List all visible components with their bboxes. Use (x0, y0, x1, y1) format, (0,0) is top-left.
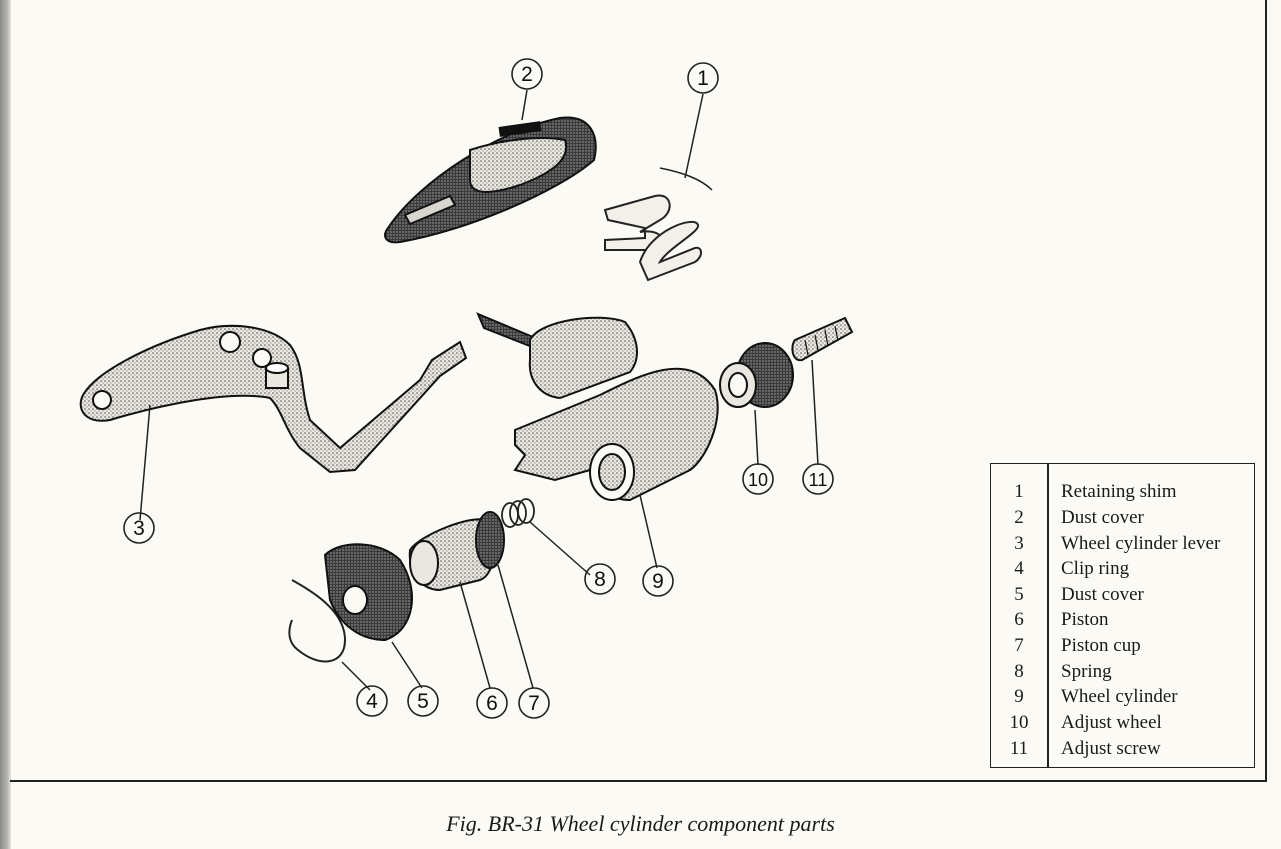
legend-label: Piston cup (1061, 635, 1141, 656)
part-spring (501, 498, 535, 528)
legend-row: 10 Adjust wheel (991, 710, 1254, 736)
legend-row: 7 Piston cup (991, 633, 1254, 659)
svg-text:10: 10 (748, 470, 768, 490)
part-dust-cover-lower (323, 543, 413, 642)
part-retaining-shim (603, 194, 702, 282)
legend-number: 10 (1009, 712, 1029, 733)
legend-number: 8 (1014, 661, 1024, 682)
svg-text:3: 3 (133, 517, 145, 540)
legend-label: Wheel cylinder (1061, 686, 1178, 707)
legend-label: Dust cover (1061, 507, 1144, 528)
legend-label: Clip ring (1061, 558, 1130, 579)
callout-numbers: 1 2 3 4 5 6 7 8 9 10 11 (123, 58, 834, 719)
legend-number: 4 (1014, 558, 1024, 579)
callout-5: 5 (407, 685, 439, 717)
legend-number: 2 (1014, 507, 1024, 528)
legend-number: 11 (1009, 738, 1029, 759)
part-dust-cover-upper (384, 116, 597, 244)
svg-text:2: 2 (521, 63, 533, 86)
svg-text:5: 5 (417, 690, 429, 713)
legend-row: 2 Dust cover (991, 505, 1254, 531)
part-wheel-cylinder-lever (79, 324, 468, 474)
svg-text:8: 8 (594, 568, 606, 591)
part-adjust-screw (791, 316, 854, 362)
legend-number: 5 (1014, 584, 1024, 605)
legend-row: 1 Retaining shim (991, 479, 1254, 505)
legend-row: 5 Dust cover (991, 582, 1254, 608)
part-piston-cup (475, 511, 505, 569)
callout-9: 9 (642, 565, 674, 597)
svg-text:9: 9 (652, 570, 664, 593)
callout-2: 2 (511, 58, 543, 90)
part-clip-ring (288, 579, 347, 663)
callout-8: 8 (584, 563, 616, 595)
svg-text:1: 1 (697, 67, 709, 90)
part-adjust-wheel (719, 342, 794, 408)
svg-text:7: 7 (528, 692, 540, 715)
legend-number: 6 (1014, 609, 1024, 630)
part-wheel-cylinder (476, 312, 719, 502)
legend-label: Retaining shim (1061, 481, 1177, 502)
callout-4: 4 (356, 685, 388, 717)
legend-row: 6 Piston (991, 607, 1254, 633)
legend-row: 11 Adjust screw (991, 736, 1254, 762)
legend-row: 4 Clip ring (991, 556, 1254, 582)
part-piston (408, 518, 496, 592)
legend-label: Dust cover (1061, 584, 1144, 605)
page-binding-edge (0, 0, 11, 849)
callout-10: 10 (742, 463, 774, 495)
legend-label: Adjust wheel (1061, 712, 1162, 733)
callout-3: 3 (123, 512, 155, 544)
legend-number: 7 (1014, 635, 1024, 656)
legend-row: 9 Wheel cylinder (991, 684, 1254, 710)
svg-text:11: 11 (809, 470, 828, 490)
callout-6: 6 (476, 687, 508, 719)
svg-text:6: 6 (486, 692, 498, 715)
legend-number: 1 (1014, 481, 1024, 502)
legend-label: Piston (1061, 609, 1109, 630)
callout-1: 1 (687, 62, 719, 94)
legend-row: 3 Wheel cylinder lever (991, 531, 1254, 557)
legend-number: 3 (1014, 533, 1024, 554)
legend-number: 9 (1014, 686, 1024, 707)
callout-11: 11 (802, 463, 834, 495)
legend-divider (1047, 464, 1049, 767)
legend-label: Wheel cylinder lever (1061, 533, 1221, 554)
figure-caption: Fig. BR-31 Wheel cylinder component part… (446, 811, 835, 836)
leader-lines (139, 89, 819, 691)
callout-7: 7 (518, 687, 550, 719)
legend-label: Spring (1061, 661, 1112, 682)
legend-row: 8 Spring (991, 659, 1254, 685)
figure-frame (10, 0, 1267, 782)
svg-text:4: 4 (366, 690, 378, 713)
legend-label: Adjust screw (1061, 738, 1161, 759)
